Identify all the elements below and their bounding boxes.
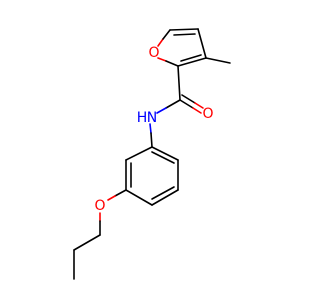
bond-benzene-4-5-double (151, 186, 175, 200)
bond-furan-c4-c3 (197, 28, 207, 59)
carbonyl-oxygen-label: O (202, 106, 213, 122)
bond-furan-o-c5-o-half (157, 38, 164, 47)
ether-oxygen-label: O (94, 198, 105, 214)
bond-benzene-1-2 (125, 146, 153, 161)
bond-ring-ether-o (114, 189, 127, 197)
bond-benzene-6-1 (151, 146, 179, 161)
bond-carbonyl-c-n-n-half (156, 107, 167, 114)
bond-benzene-6-1-double (151, 151, 175, 164)
bond-carbonyl-co-o-half (192, 107, 202, 114)
bond-furan-c5-c4-double (173, 33, 196, 36)
furan-ring (157, 28, 207, 67)
bond-furan-c3-c2 (177, 57, 207, 67)
amide-hydrogen-label: H (137, 110, 148, 126)
amide-nitrogen-label: N (147, 110, 157, 126)
bond-carbonyl-co-double (181, 94, 196, 104)
bond-carbonyl-c-n (165, 99, 181, 109)
molecule-structure-diagram: O O H N O (73, 28, 231, 280)
bond-carbonyl-co (179, 99, 194, 109)
benzene-ring (125, 146, 179, 206)
bond-benzene-3-4 (125, 189, 153, 206)
bond-n-phenyl (150, 132, 153, 148)
bond-benzene-4-5 (151, 189, 179, 206)
bond-furan-c5-c4 (169, 28, 199, 31)
furan-oxygen-label: O (148, 45, 159, 61)
bond-methyl (205, 57, 231, 64)
bond-furan-c3-c2-double (180, 54, 202, 62)
bond-c2-carbonyl-c (177, 65, 181, 101)
bond-propyl-c1-c2 (73, 234, 101, 251)
bond-ring-ether-o-o-half (107, 195, 116, 201)
bond-carbonyl-co-double-o-half (194, 102, 204, 109)
bond-furan-o-c2 (165, 60, 179, 67)
bond-furan-o-c5 (162, 29, 171, 40)
bond-n-phenyl-n-half (149, 123, 152, 134)
bond-furan-o-c2-o-half (157, 57, 167, 62)
